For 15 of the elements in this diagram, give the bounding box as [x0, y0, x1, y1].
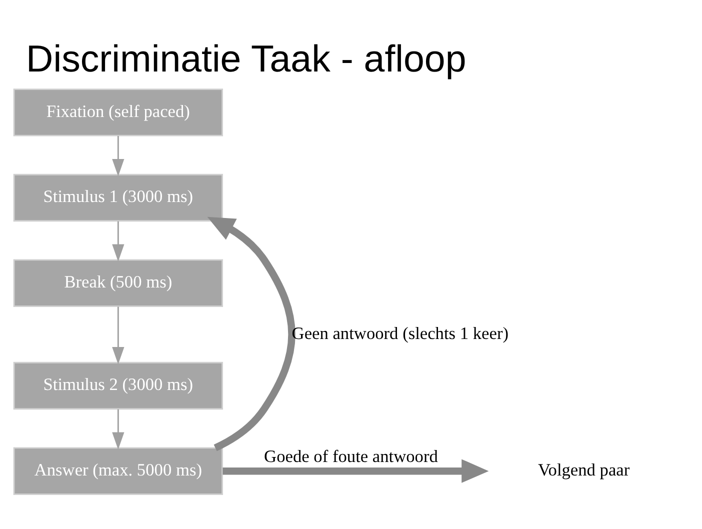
- arrow: [112, 135, 124, 176]
- arrow: [112, 220, 124, 262]
- edge-label: Geen antwoord (slechts 1 keer): [292, 323, 509, 342]
- node-box: Break (500 ms): [13, 258, 224, 306]
- arrow: [112, 408, 124, 450]
- node-box: Fixation (self paced): [13, 88, 224, 136]
- node-box: Stimulus 1 (3000 ms): [13, 173, 224, 222]
- arrow: [207, 216, 296, 451]
- diagram-title: Discriminatie Taak - afloop: [26, 37, 466, 80]
- node-box: Stimulus 2 (3000 ms): [13, 361, 224, 410]
- arrow: [222, 458, 489, 482]
- edge-label: Goede of foute antwoord: [264, 446, 438, 466]
- node-text: Volgend paar: [538, 460, 630, 480]
- node-box: Answer (max. 5000 ms): [13, 446, 224, 494]
- arrow: [112, 306, 124, 364]
